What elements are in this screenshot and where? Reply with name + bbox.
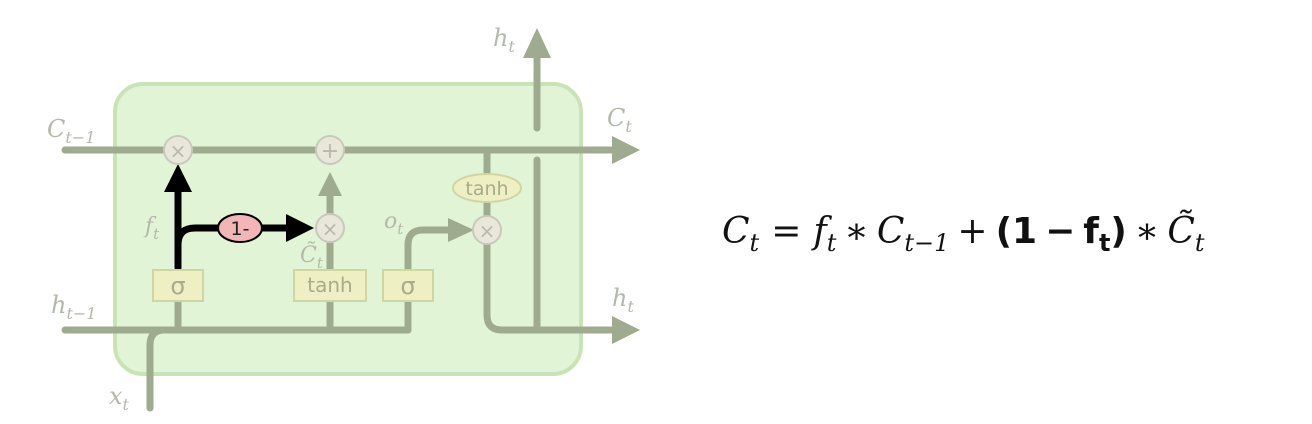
arrowheads <box>318 28 640 344</box>
svg-text:tanh: tanh <box>465 178 508 200</box>
label-candidate: C̃t <box>300 242 324 272</box>
gate-tanh-candidate: tanh <box>293 269 367 302</box>
op-add-cell: + <box>315 135 345 165</box>
label-output: ot <box>384 209 404 238</box>
svg-text:×: × <box>170 139 187 163</box>
svg-text:×: × <box>479 219 496 243</box>
one-minus-arrow-head <box>286 214 314 242</box>
flow-lines <box>61 51 619 412</box>
svg-text:σ: σ <box>170 272 185 300</box>
label-x-in: xt <box>109 382 130 414</box>
op-mul-input: × <box>315 213 345 243</box>
label-h-out-top: ht <box>493 24 515 56</box>
svg-text:+: + <box>321 139 339 164</box>
gate-sigma-output: σ <box>382 269 434 302</box>
svg-text:tanh: tanh <box>307 273 352 297</box>
output-gate-line <box>404 226 464 272</box>
x-input-line <box>146 326 169 412</box>
output-line <box>483 240 619 334</box>
op-mul-output: × <box>472 215 502 245</box>
label-h-prev: ht−1 <box>51 291 96 323</box>
equation: Ct=ft∗Ct−1+(1−ft)∗C̃t <box>722 210 1205 257</box>
label-c-prev: Ct−1 <box>47 115 95 147</box>
gate-tanh-cell: tanh <box>452 173 522 203</box>
forget-arrow-head <box>164 164 192 192</box>
svg-text:σ: σ <box>400 272 415 300</box>
gate-sigma-forget: σ <box>152 269 204 302</box>
label-c-out: Ct <box>607 104 632 136</box>
label-h-out-right: ht <box>612 284 634 316</box>
svg-text:×: × <box>322 217 339 241</box>
svg-text:1-: 1- <box>231 218 250 240</box>
one-minus-node: 1- <box>217 213 263 243</box>
op-mul-forget: × <box>163 135 193 165</box>
lstm-cell-body <box>113 82 583 376</box>
